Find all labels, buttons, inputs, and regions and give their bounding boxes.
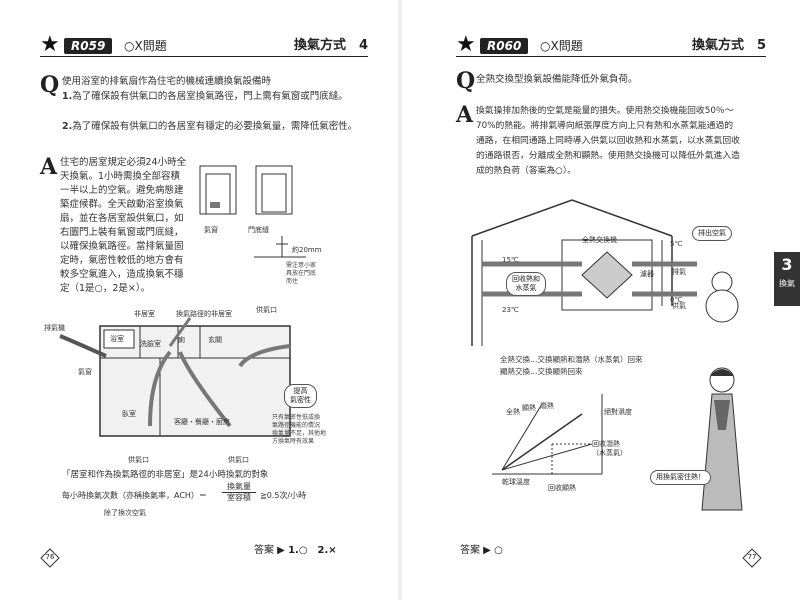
- airtight-bubble: 提高 氣密性: [284, 384, 317, 408]
- question-text: 全熱交換型換氣設備能降低外氣負荷。: [476, 74, 638, 85]
- recover-latent-label: 回收潛熱 （水蒸氣）: [592, 440, 627, 457]
- bedroom-label: 臥室: [122, 410, 136, 418]
- topic-title: 換氣方式 4: [293, 38, 368, 53]
- transom-plan-label: 氣窗: [78, 368, 92, 376]
- chapter-number: 3: [781, 255, 793, 274]
- right-header: ★ R060 ○X問題 換氣方式 5: [456, 34, 766, 57]
- washroom-label: 洗臉室: [140, 340, 161, 348]
- header-rule: [40, 56, 368, 57]
- question-mark: Q: [456, 68, 476, 94]
- answer-text: 住宅的居室規定必須24小時全天換氣。1小時需換全部容積 一半以上的空氣。避免病態…: [60, 157, 187, 294]
- formula-note: 除了換次空氣: [104, 509, 146, 517]
- answer-footer: 答案 ▶ 1.○ 2.×: [254, 545, 337, 556]
- toilet-label: 廁: [178, 336, 185, 344]
- heat-exchanger-diagram: [471, 199, 739, 346]
- star-icon: ★: [40, 32, 60, 57]
- supply-label-3: 供氣口: [228, 456, 249, 464]
- answer-mark: A: [456, 102, 474, 128]
- topic-title: 換氣方式 5: [691, 38, 766, 53]
- formula-rhs: ≧0.5次/小時: [260, 491, 307, 500]
- question-item-2: 2.為了確保設有供氣口的各居室有穩定的必要換氣量，需降低氣密性。: [62, 121, 358, 132]
- question-item-1: 1.為了確保設有供氣口的各居室換氣路徑，門上需有氣窗或門底縫。: [62, 91, 348, 102]
- temp-room-label: 23℃: [502, 306, 519, 314]
- formula-lhs: 每小時換氣次數（亦稱換氣率，ACH）＝: [62, 491, 207, 500]
- non-living-label: 非居室: [134, 310, 155, 318]
- sensible-heat-label: 顯熱: [522, 404, 536, 412]
- floor-plan: [59, 317, 291, 437]
- door-illustration: [199, 165, 306, 258]
- dirty-air-bubble: 排出空氣: [692, 226, 732, 241]
- temp-in-label: 15℃: [502, 256, 519, 264]
- filter-label: 濾器: [640, 270, 654, 278]
- recover-sensible-label: 回收顯熱: [548, 484, 576, 492]
- full-heat-label: 全熱: [506, 408, 520, 416]
- temp-cold-label: 0℃: [670, 296, 683, 304]
- formula-fraction: 換氣量 室容積: [222, 482, 256, 503]
- star-icon: ★: [456, 32, 476, 57]
- book-gutter: [398, 0, 402, 600]
- page-number-badge: 76: [40, 548, 60, 568]
- door-note: 需注意小家 具放在門底 而住: [286, 262, 317, 285]
- y-axis-label: 絕對濕度: [604, 408, 632, 416]
- speech-bubble: 用換氣密住熱！: [650, 470, 711, 485]
- left-header: ★ R059 ○X問題 換氣方式 4: [40, 34, 368, 57]
- chapter-label: 換氣: [779, 279, 795, 288]
- latent-heat-label: 潛熱: [540, 402, 554, 410]
- fan-label: 排氣機: [44, 324, 65, 332]
- undercut-label: 門底縫: [248, 226, 269, 234]
- right-page: ★ R060 ○X問題 換氣方式 5 Q 全熱交換型換氣設備能降低外氣負荷。 A…: [402, 0, 800, 600]
- supply-label: 供氣: [672, 302, 686, 310]
- page-number-badge: 77: [742, 548, 762, 568]
- header-rule: [456, 56, 766, 57]
- answer-text: 換氣操排加熱後的空氣是能量的損失。使用熱交換機能回收50％～70%的熱能。將排氣…: [476, 106, 740, 176]
- formula-title: 「居室和作為換氣路徑的非居室」是24小時換氣的對象: [62, 470, 269, 480]
- supply-label-1: 供氣口: [256, 306, 277, 314]
- psychrometric-chart: [492, 394, 603, 475]
- recover-bubble: 回收熱和 水蒸氣: [506, 272, 546, 296]
- temp-out-label: 5℃: [670, 240, 683, 248]
- exhaust-label: 排氣: [672, 268, 686, 276]
- ox-label: ○X問題: [124, 39, 167, 53]
- x-axis-label: 乾球溫度: [502, 478, 530, 486]
- definition-sensible: 顯熱交換…交換顯熱回來: [500, 367, 583, 376]
- ox-label: ○X問題: [540, 39, 583, 53]
- problem-code: R060: [480, 38, 529, 54]
- path-label: 換氣路徑的非居室: [176, 310, 232, 318]
- answer-mark: A: [40, 154, 58, 180]
- plan-note: 只有氣密性低或換 氣路徑機能的情況 換氣量不足，其他地 方換氣時有效果: [272, 414, 327, 445]
- page-number: 77: [747, 553, 757, 561]
- entrance-label: 玄關: [208, 336, 222, 344]
- exchanger-label: 全熱交換機: [582, 236, 617, 244]
- bath-label: 浴室: [110, 335, 124, 343]
- transom-label: 氣窗: [204, 226, 218, 234]
- living-label: 客廳・餐廳・廚房: [174, 418, 230, 426]
- problem-code: R059: [64, 38, 113, 54]
- character-illustration: [701, 367, 743, 511]
- page-number: 76: [45, 553, 55, 561]
- supply-label-2: 供氣口: [128, 456, 149, 464]
- question-text: 使用浴室的排氣扇作為住宅的機械連續換氣設備時: [62, 76, 272, 87]
- question-mark: Q: [40, 72, 60, 98]
- chapter-tab: 3 換氣: [774, 252, 800, 306]
- answer-footer: 答案 ▶ ○: [460, 545, 503, 556]
- left-page: ★ R059 ○X問題 換氣方式 4 Q 使用浴室的排氣扇作為住宅的機械連續換氣…: [0, 0, 398, 600]
- definition-full: 全熱交換…交換顯熱和潛熱（水蒸氣）回來: [500, 355, 643, 364]
- gap-label: 約20mm: [292, 246, 322, 254]
